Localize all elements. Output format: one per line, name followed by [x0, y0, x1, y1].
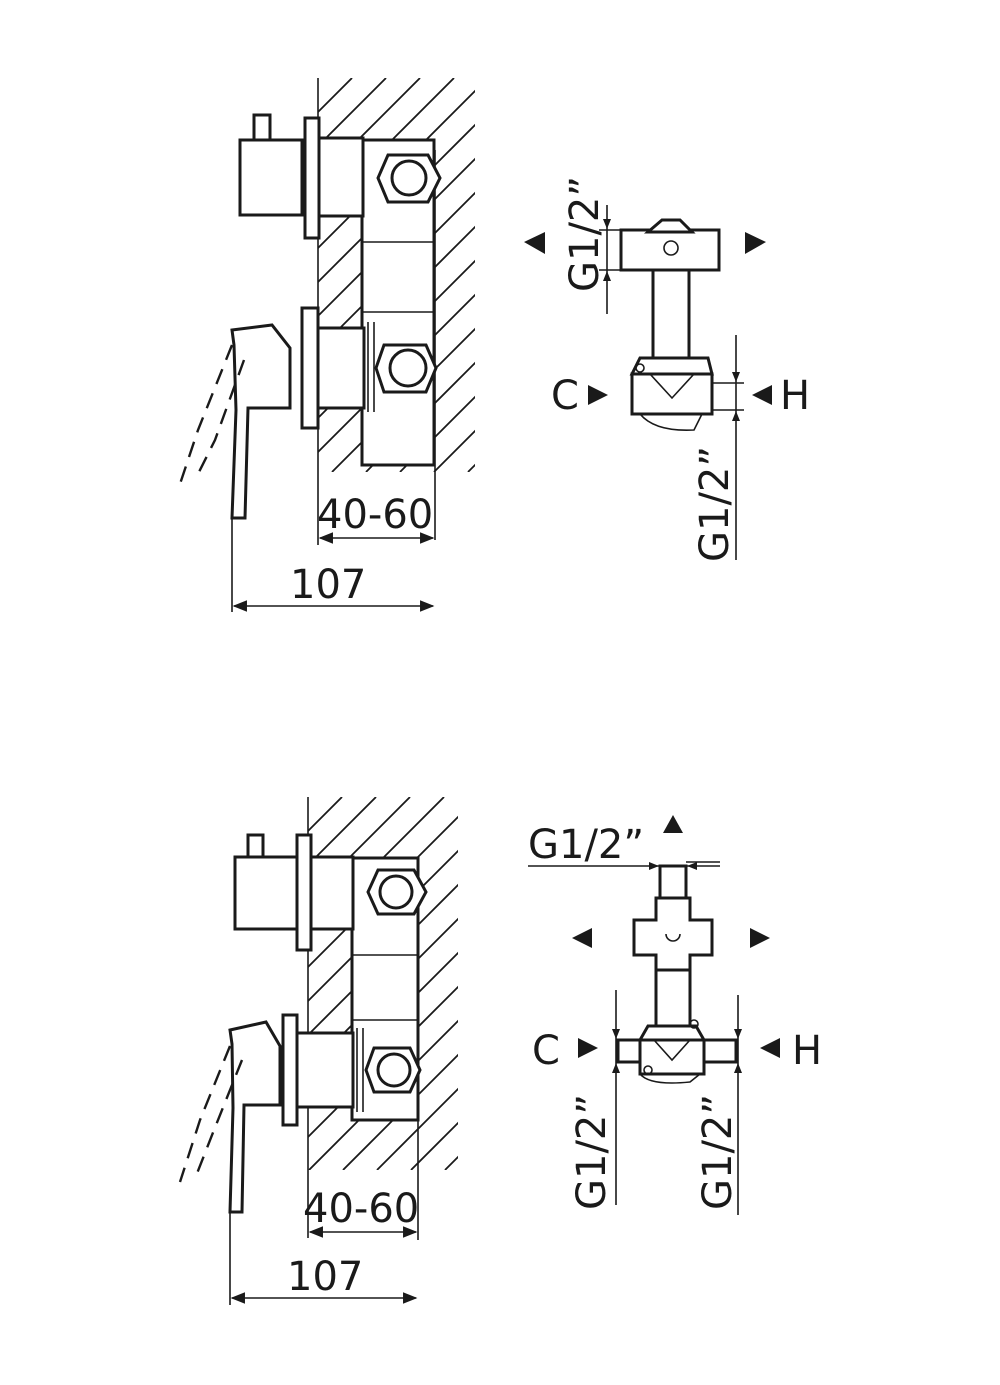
- lower-flange-2: [281, 1013, 299, 1127]
- front-view-2: G1/2” C H G1/2” G1/2”: [528, 815, 822, 1215]
- diverter-pin-2: [246, 833, 265, 859]
- thread-label-right-2: G1/2”: [695, 1094, 741, 1210]
- side-view-2: 40-60 107: [178, 797, 458, 1305]
- hatch-line: [318, 78, 475, 472]
- front-view-1: C H G1/2” G1/2”: [524, 176, 810, 562]
- cold-label-1: C: [551, 373, 579, 419]
- cold-inlet-arrow-2: [578, 1038, 598, 1058]
- left-flow-arrow-2: [572, 928, 592, 948]
- lower-cartridge-2: [295, 1031, 355, 1109]
- side-view-1: 40-60 107: [178, 78, 475, 612]
- wall-hatch-1: [318, 78, 475, 472]
- upper-flange-1: [303, 116, 321, 240]
- hot-label-2: H: [792, 1028, 822, 1074]
- up-flow-arrow-2: [663, 815, 683, 833]
- riser-pipe-2: [654, 968, 692, 1030]
- hatch-line: [308, 797, 458, 1170]
- top-connector-1: [619, 228, 721, 272]
- hatch-line: [399, 78, 475, 472]
- upper-cartridge-1: [317, 136, 365, 218]
- dim-label-total-1: 107: [290, 562, 366, 608]
- top-outlet-2: [658, 864, 688, 900]
- cold-inlet-arrow-1: [588, 385, 608, 405]
- hot-label-1: H: [780, 373, 810, 419]
- dim-label-depth-2: 40-60: [303, 1186, 419, 1232]
- hot-inlet-arrow-2: [760, 1038, 780, 1058]
- thread-label-top-1: G1/2”: [562, 176, 608, 292]
- riser-pipe-1: [651, 268, 691, 360]
- hatch-line: [376, 797, 458, 1170]
- upper-outlet-nut-2: [366, 868, 428, 916]
- thread-label-left-2: G1/2”: [569, 1094, 615, 1210]
- diverter-knob-1: [238, 138, 304, 217]
- lever-swing-path-1: [178, 344, 234, 485]
- dim-label-depth-1: 40-60: [317, 492, 433, 538]
- hatch-line: [308, 797, 377, 1170]
- upper-cartridge-2: [309, 855, 355, 931]
- mixer-block-1: [630, 372, 714, 416]
- upper-flange-2: [295, 833, 313, 952]
- lower-cartridge-1: [316, 326, 366, 410]
- dim-label-total-2: 107: [287, 1254, 363, 1300]
- thread-label-top-2: G1/2”: [528, 822, 644, 868]
- hatch-line: [318, 78, 475, 472]
- lower-outlet-nut-2: [364, 1046, 422, 1094]
- left-flow-arrow-1: [524, 232, 545, 254]
- upper-outlet-nut-1: [376, 153, 442, 204]
- mixer-lever-1: [230, 323, 292, 520]
- lever-swing-path-2: [178, 1045, 232, 1183]
- right-flow-arrow-1: [745, 232, 766, 254]
- hot-inlet-arrow-1: [752, 385, 772, 405]
- cross-connector-2: [632, 896, 714, 972]
- lower-outlet-nut-1: [374, 343, 438, 394]
- cold-label-2: C: [532, 1028, 560, 1074]
- diverter-pin-1: [252, 113, 272, 142]
- hatch-line: [308, 797, 458, 1170]
- thread-label-bottom-1: G1/2”: [692, 446, 738, 562]
- right-flow-arrow-2: [750, 928, 770, 948]
- lower-flange-1: [300, 306, 320, 430]
- diverter-knob-2: [233, 855, 299, 931]
- mixer-block-2: [638, 1038, 706, 1076]
- hatch-line: [318, 78, 353, 472]
- mixer-lever-2: [228, 1020, 282, 1214]
